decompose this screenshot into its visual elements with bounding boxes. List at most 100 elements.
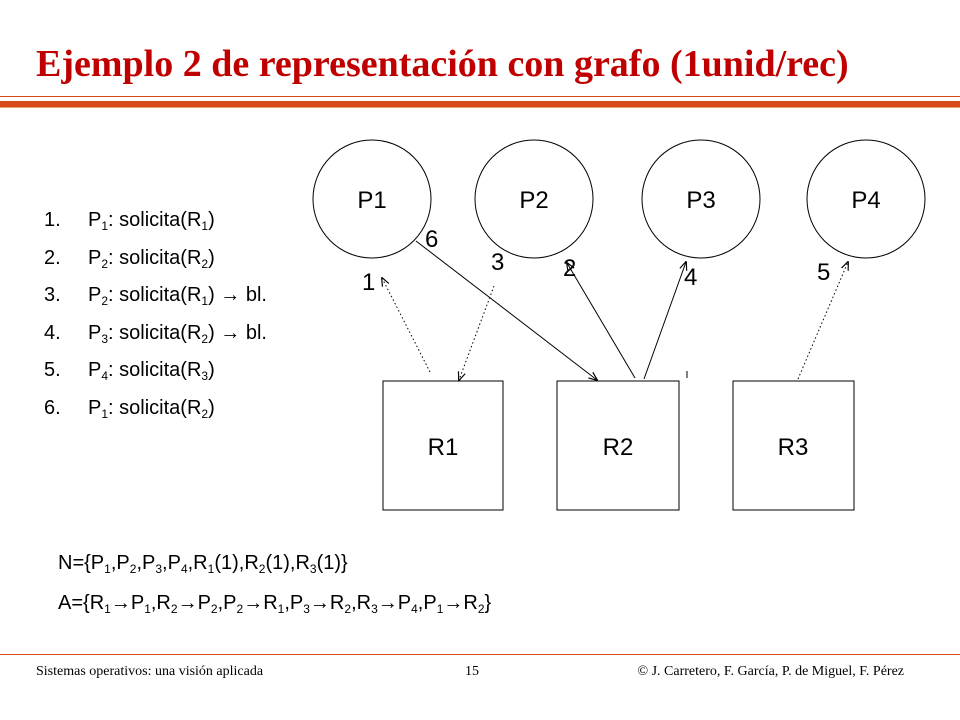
title-underline-thin [0, 96, 960, 97]
text-run: →P [177, 592, 211, 614]
subscript: 3 [371, 602, 378, 616]
text-run: ,R [150, 592, 171, 614]
subscript: 2 [344, 602, 352, 616]
subscript: 1 [201, 294, 209, 308]
title-underline-thick [0, 101, 960, 107]
footer-copyright: © J. Carretero, F. García, P. de Miguel,… [637, 664, 904, 679]
step-number: 1. [44, 209, 61, 231]
text-run: : solicita(R [108, 209, 202, 231]
request-step-5: 5.P4: solicita(R3) [44, 358, 267, 396]
edge-label-6: 6 [425, 226, 438, 253]
text-run: →P [377, 592, 412, 614]
subscript: 3 [101, 331, 109, 346]
edge-4-p3-to-r2 [643, 262, 686, 380]
edge-label-3: 3 [491, 249, 504, 276]
resource-node-r2: R2 [556, 380, 680, 511]
text-run: ) → bl. [208, 284, 267, 306]
text-run: ) → bl. [208, 321, 267, 344]
text-run: ,R [351, 592, 372, 614]
text-run: P [88, 209, 102, 231]
title-underline-shadow [0, 107, 960, 108]
resource-label-r3: R3 [778, 434, 809, 461]
process-node-p3: P3 [641, 139, 761, 259]
subscript: 2 [258, 562, 266, 576]
text-run: A={R [58, 592, 105, 614]
subscript: 1 [277, 602, 285, 616]
resource-label-r2: R2 [603, 434, 634, 461]
text-run: ,R [187, 552, 208, 574]
text-run: } [484, 592, 492, 614]
edge-label-1: 1 [362, 269, 375, 296]
text-run: : solicita(R [108, 284, 202, 306]
text-run: ) [208, 246, 215, 269]
text-run: ,P [136, 552, 156, 574]
text-run: ) [208, 359, 215, 381]
subscript: 2 [101, 256, 109, 271]
edge-label-4: 4 [684, 264, 697, 291]
text-run: P [88, 359, 102, 381]
text-run: ,P [162, 552, 181, 574]
step-number: 6. [44, 396, 61, 419]
step-number: 2. [44, 246, 61, 269]
subscript: 3 [303, 602, 310, 616]
subscript: 1 [201, 219, 209, 233]
footer-book-title: Sistemas operativos: una visión aplicada [36, 664, 264, 679]
process-node-p1: P1 [312, 139, 432, 259]
edge-1-r1-to-p1 [382, 278, 431, 373]
text-run: : solicita(R [108, 321, 202, 344]
subscript: 2 [201, 331, 209, 346]
subscript: 2 [210, 602, 218, 616]
text-run: (1)} [316, 552, 348, 574]
edge-label-2: 2 [563, 255, 576, 282]
subscript: 2 [201, 256, 209, 271]
process-node-p4: P4 [806, 139, 926, 259]
footer-page-number: 15 [465, 664, 479, 679]
text-run: →R [309, 592, 345, 614]
request-steps-list: 1.P1: solicita(R1)2.P2: solicita(R2)3.P2… [44, 208, 267, 433]
request-step-1: 1.P1: solicita(R1) [44, 208, 267, 246]
edge-6-p1-to-r2 [415, 240, 597, 380]
subscript: 4 [101, 369, 109, 383]
resource-node-r1: R1 [382, 380, 504, 511]
text-run: P [88, 246, 102, 269]
subscript: 3 [309, 562, 317, 576]
subscript: 2 [201, 406, 209, 421]
text-run: ,P [284, 592, 304, 614]
resource-node-r3: R3 [732, 380, 855, 511]
process-label-p1: P1 [357, 187, 386, 214]
subscript: 2 [236, 602, 244, 616]
request-step-2: 2.P2: solicita(R2) [44, 246, 267, 284]
slide-title: Ejemplo 2 de representación con grafo (1… [36, 43, 849, 85]
edge-5-r3-to-p4 [797, 262, 848, 380]
text-run: : solicita(R [108, 396, 202, 419]
subscript: 2 [129, 562, 137, 576]
text-run: ,P [217, 592, 237, 614]
edge-set-a: A={R1→P1,R2→P2,P2→R1,P3→R2,R3→P4,P1→R2} [58, 592, 491, 615]
process-label-p4: P4 [851, 187, 880, 214]
subscript: 4 [180, 562, 188, 576]
text-run: P [88, 284, 102, 306]
subscript: 1 [101, 219, 109, 233]
subscript: 1 [436, 602, 444, 616]
subscript: 1 [104, 562, 111, 576]
footer-rule [0, 654, 960, 655]
subscript: 1 [104, 602, 111, 616]
subscript: 3 [201, 369, 209, 383]
subscript: 4 [411, 602, 418, 616]
subscript: 2 [477, 602, 485, 616]
text-run: (1),R [214, 552, 259, 574]
text-run: →R [243, 592, 278, 614]
request-step-4: 4. P3: solicita(R2) → bl. [44, 321, 267, 359]
resource-label-r1: R1 [428, 434, 459, 461]
step-number: 4. [44, 321, 61, 344]
subscript: 2 [101, 294, 109, 308]
node-set-n: N={P1,P2,P3,P4,R1(1),R2(1),R3(1)} [58, 552, 348, 575]
text-run: ,P [110, 552, 130, 574]
process-label-p2: P2 [519, 187, 548, 214]
edge-label-5: 5 [817, 259, 830, 286]
text-run: ,P [417, 592, 437, 614]
subscript: 1 [101, 406, 109, 421]
text-run: P [88, 321, 102, 344]
text-run: : solicita(R [108, 359, 202, 381]
